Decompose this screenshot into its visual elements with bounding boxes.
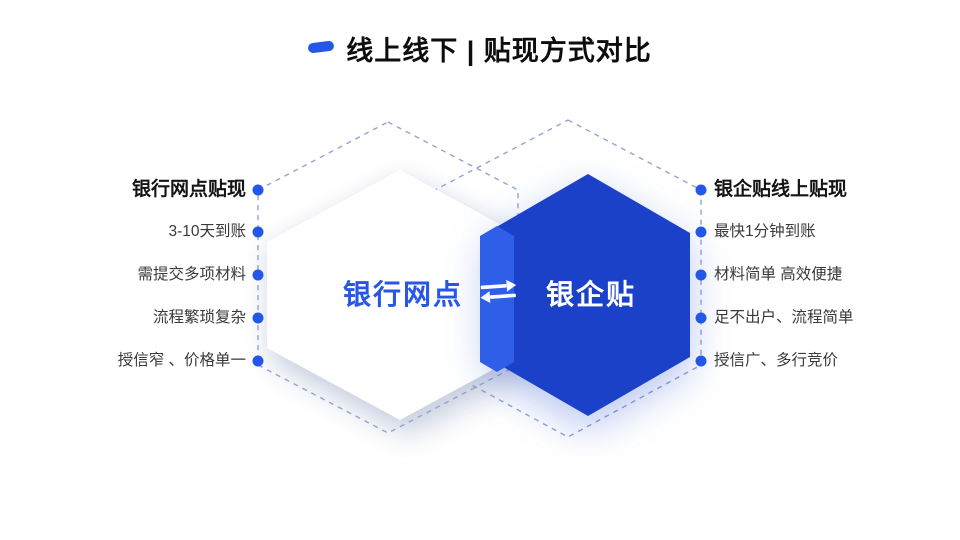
right-item: 足不出户、流程简单	[714, 309, 854, 326]
connector-bar	[480, 226, 514, 372]
right-item: 材料简单 高效便捷	[714, 266, 843, 283]
right-item: 授信广、多行竞价	[714, 352, 839, 369]
left-item: 需提交多项材料	[137, 266, 246, 283]
blue-hexagon-label: 银企贴	[545, 279, 637, 310]
bullet-dot	[695, 184, 707, 196]
white-hexagon	[267, 170, 533, 420]
right-item: 最快1分钟到账	[714, 223, 816, 240]
bullet-dot	[695, 269, 707, 281]
page-title: 线上线下 | 贴现方式对比	[346, 36, 652, 66]
left-column-heading: 银行网点贴现	[131, 179, 246, 200]
bullet-dot	[252, 226, 264, 238]
bullet-dot	[252, 312, 264, 324]
white-hexagon-label: 银行网点	[342, 279, 464, 310]
left-item: 授信窄 、价格单一	[117, 352, 246, 369]
swap-arrows-icon	[480, 279, 517, 303]
blue-hexagon	[486, 174, 690, 416]
left-item: 3-10天到账	[168, 223, 246, 240]
bullet-dot	[695, 226, 707, 238]
right-column-heading: 银企贴线上贴现	[714, 179, 848, 200]
bullet-dot	[252, 184, 264, 196]
bullet-dot	[252, 355, 264, 367]
title-bar: 线上线下 | 贴现方式对比	[0, 34, 960, 68]
left-item: 流程繁琐复杂	[152, 309, 246, 326]
bullet-dot	[252, 269, 264, 281]
bullet-dot	[695, 355, 707, 367]
bullet-dot	[695, 312, 707, 324]
